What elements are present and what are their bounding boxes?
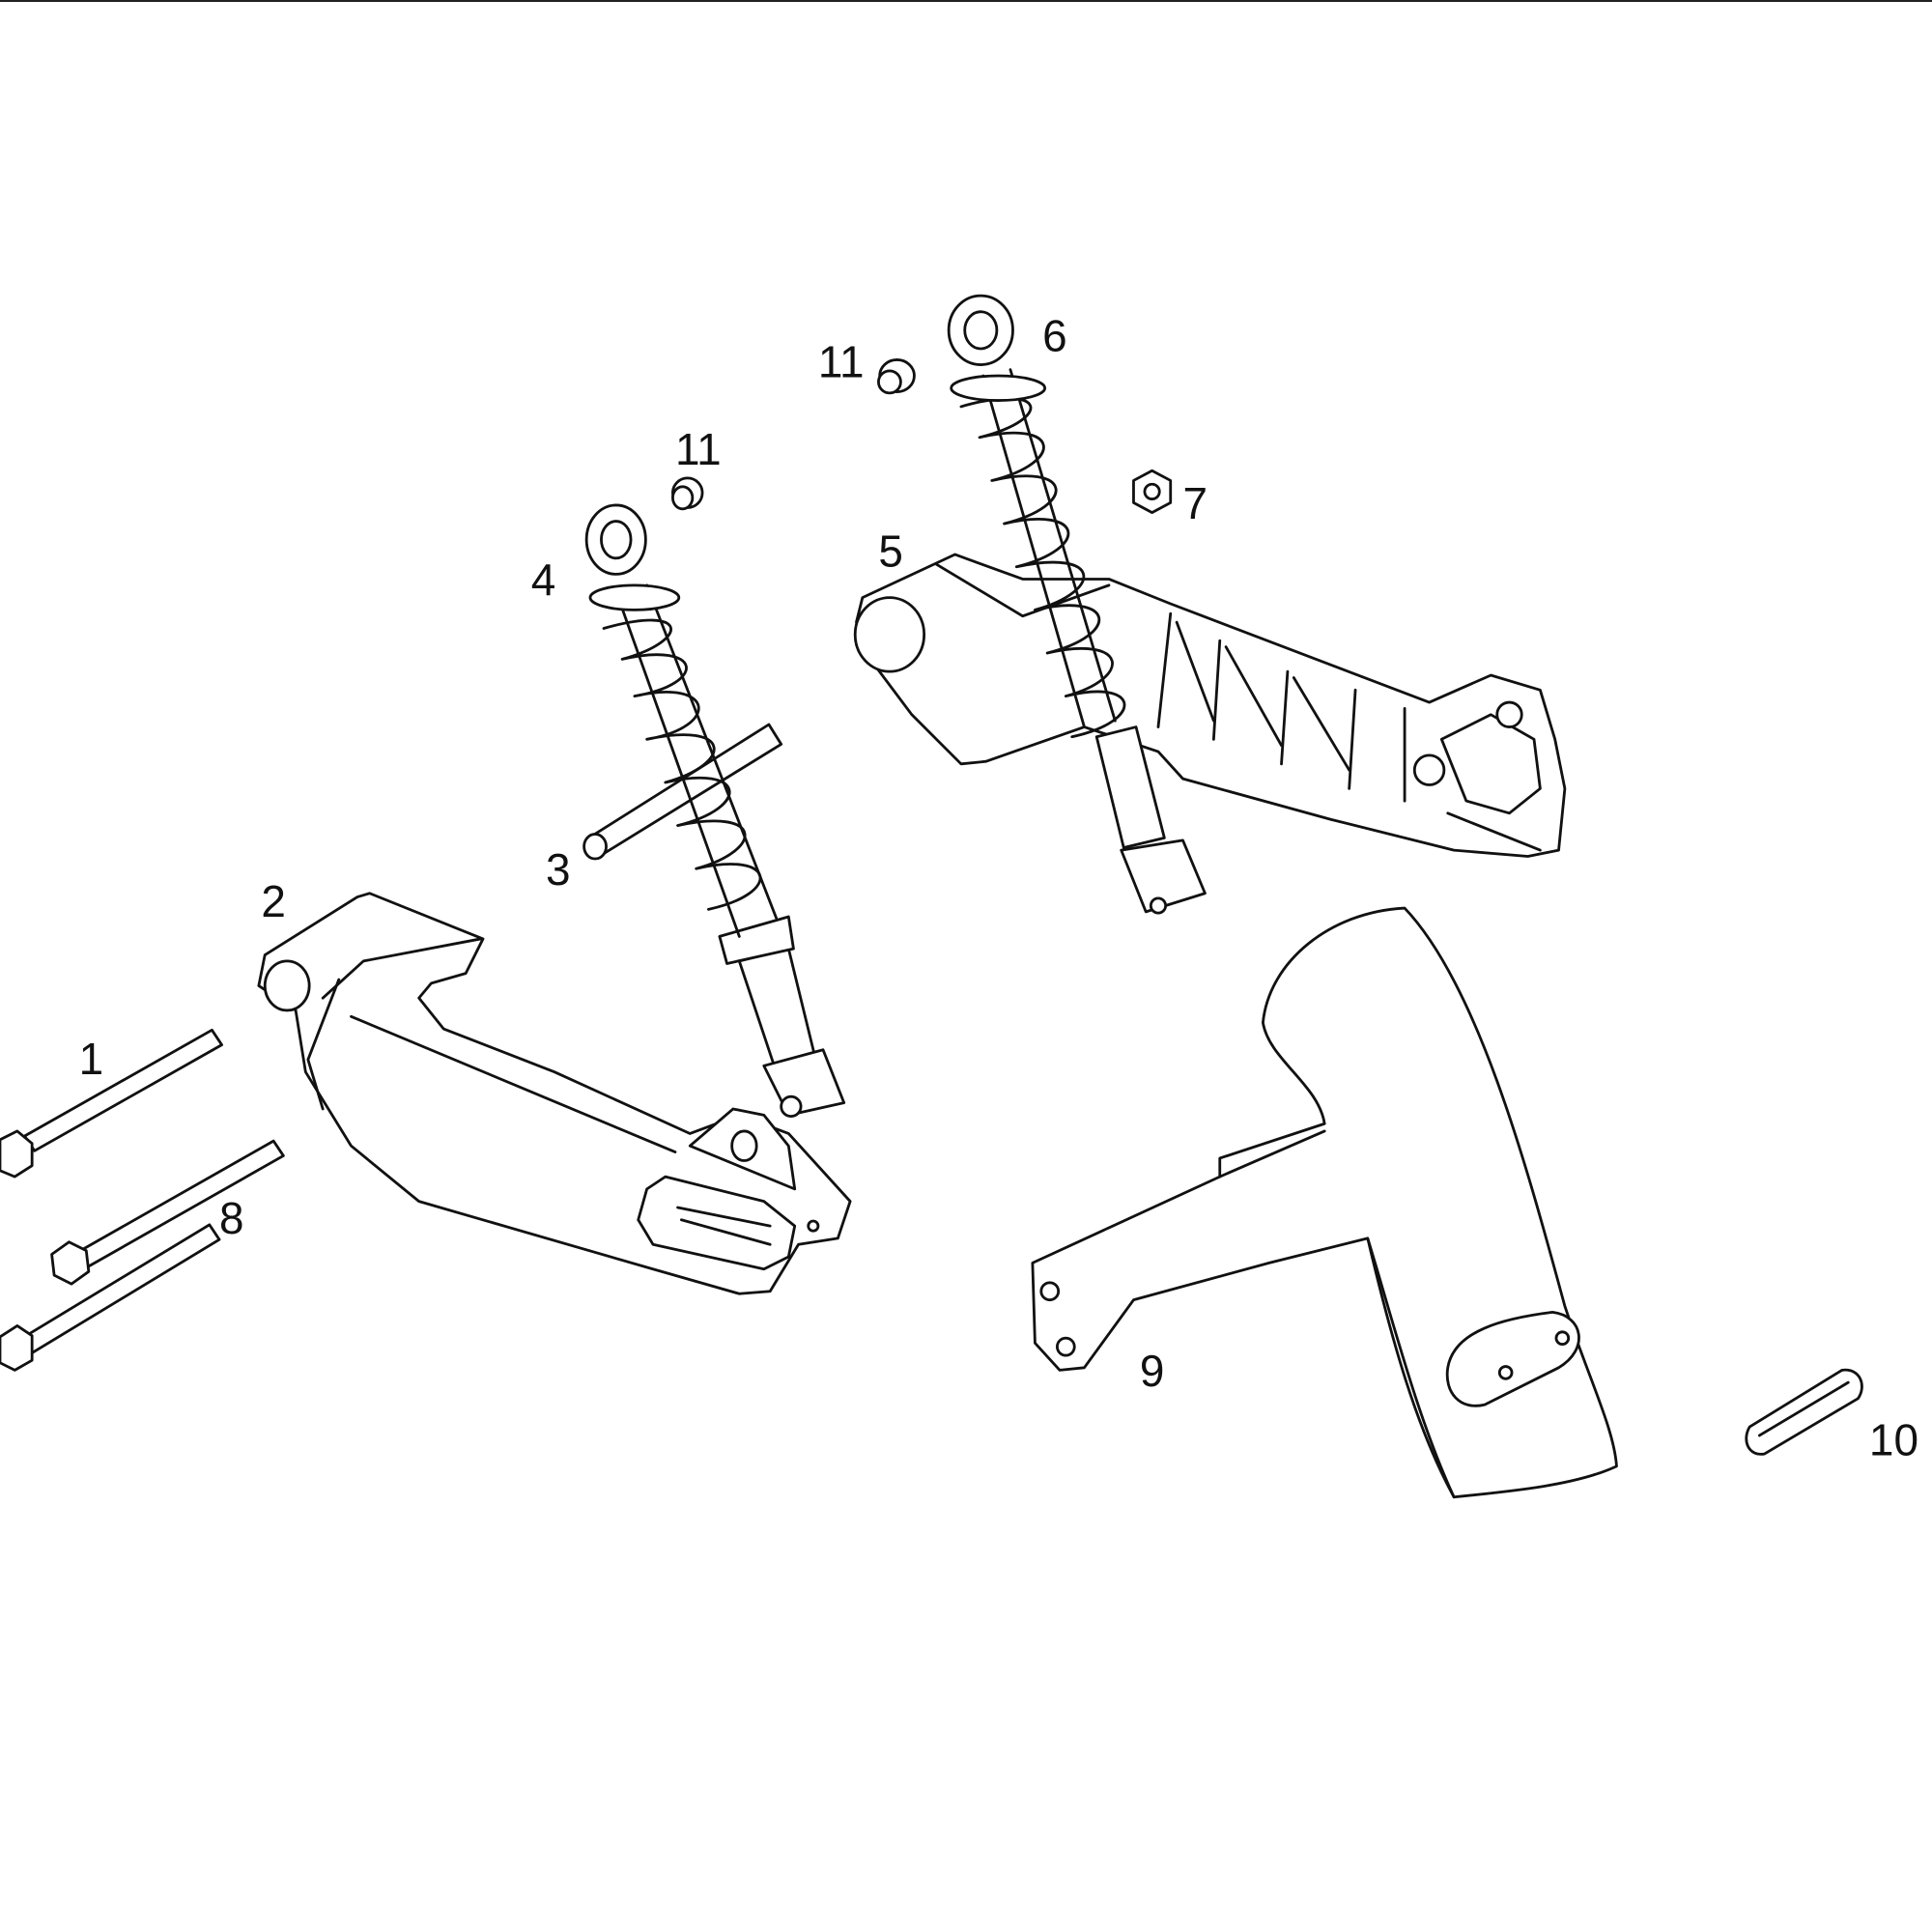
callout-3: 3	[546, 844, 571, 895]
part-11-spacer-a	[671, 476, 704, 511]
part-1-bolt	[0, 1028, 223, 1179]
callout-1: 1	[79, 1034, 104, 1084]
part-3-pin	[582, 723, 783, 861]
part-11-spacer-b	[877, 358, 916, 395]
part-8-bolt-upper	[50, 1139, 285, 1286]
top-border	[0, 0, 1932, 2]
callout-6: 6	[1042, 311, 1067, 361]
callout-10: 10	[1869, 1414, 1918, 1464]
part-6-shock-absorber	[947, 294, 1207, 915]
part-10-cap	[1745, 1368, 1863, 1456]
part-8-bolt-lower	[0, 1223, 221, 1372]
callout-2: 2	[261, 876, 286, 926]
callout-5: 5	[878, 526, 903, 577]
callout-8: 8	[219, 1193, 244, 1243]
callout-11-upper: 11	[818, 336, 865, 386]
callout-7: 7	[1182, 478, 1208, 528]
part-2-swing-arm	[257, 892, 852, 1295]
callout-11-lower: 11	[675, 424, 722, 474]
part-5-swing-arm	[853, 553, 1567, 858]
callout-4: 4	[531, 554, 556, 605]
part-9-mudguard	[1031, 906, 1618, 1499]
callout-9: 9	[1140, 1346, 1165, 1396]
part-4-shock-absorber	[584, 503, 846, 1119]
part-7-nut	[1132, 469, 1173, 515]
